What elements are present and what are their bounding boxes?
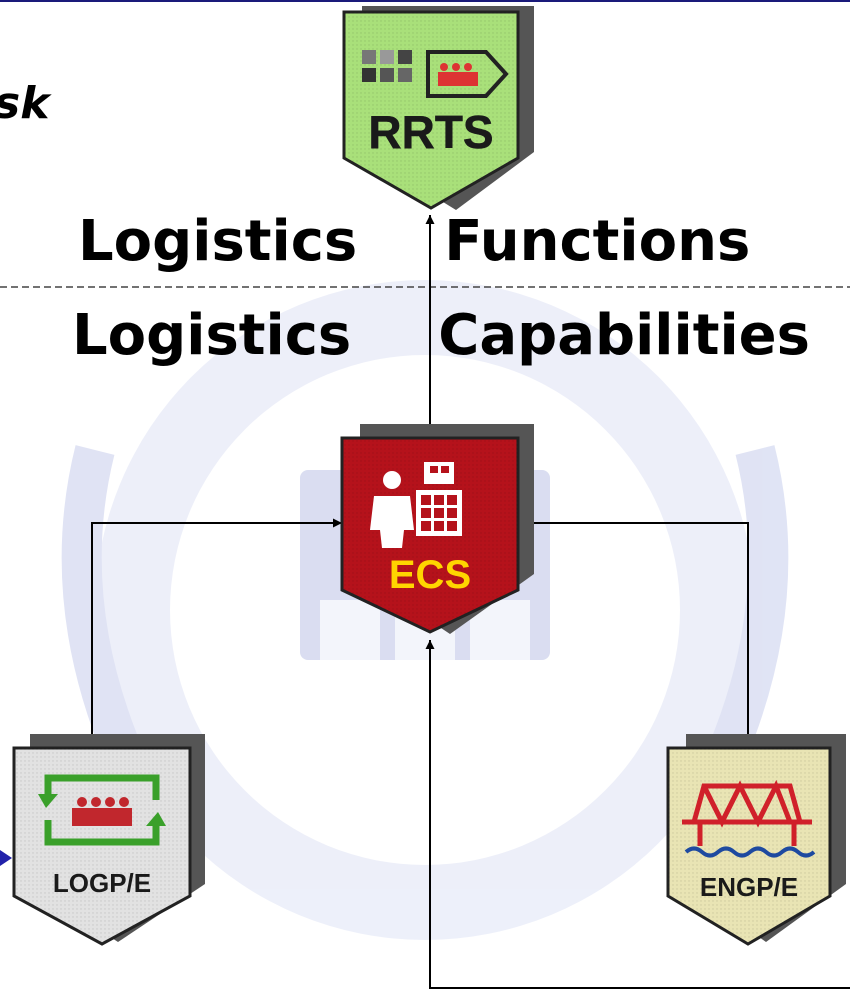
- grid-icon: [362, 50, 412, 82]
- connector-ecs-engp: [515, 518, 753, 747]
- logp-node[interactable]: LOGP/E: [12, 734, 205, 946]
- tag-group-icon: [426, 50, 509, 98]
- connector-ecs-logp: [87, 518, 342, 747]
- logistics-functions-heading: Logistics Functions: [78, 209, 751, 274]
- bridge-icon: [682, 779, 812, 846]
- building-icon: [416, 462, 462, 536]
- cycle-icon: [38, 774, 166, 846]
- logp-label: LOGP/E: [53, 868, 151, 898]
- rrts-label: RRTS: [368, 106, 493, 158]
- arrow-into-logp: [0, 850, 12, 866]
- water-icon: [684, 846, 816, 858]
- logistics-capabilities-heading: Logistics Capabilities: [72, 303, 810, 368]
- ecs-node[interactable]: ECS: [340, 424, 534, 634]
- rrts-node[interactable]: RRTS: [342, 6, 534, 210]
- engp-label: ENGP/E: [700, 872, 798, 902]
- ecs-label: ECS: [389, 553, 471, 597]
- connector-bottom-ecs: [425, 640, 850, 989]
- person-icon: [370, 471, 414, 548]
- engp-node[interactable]: ENGP/E: [666, 734, 846, 946]
- task-heading-fragment: sk: [0, 78, 50, 129]
